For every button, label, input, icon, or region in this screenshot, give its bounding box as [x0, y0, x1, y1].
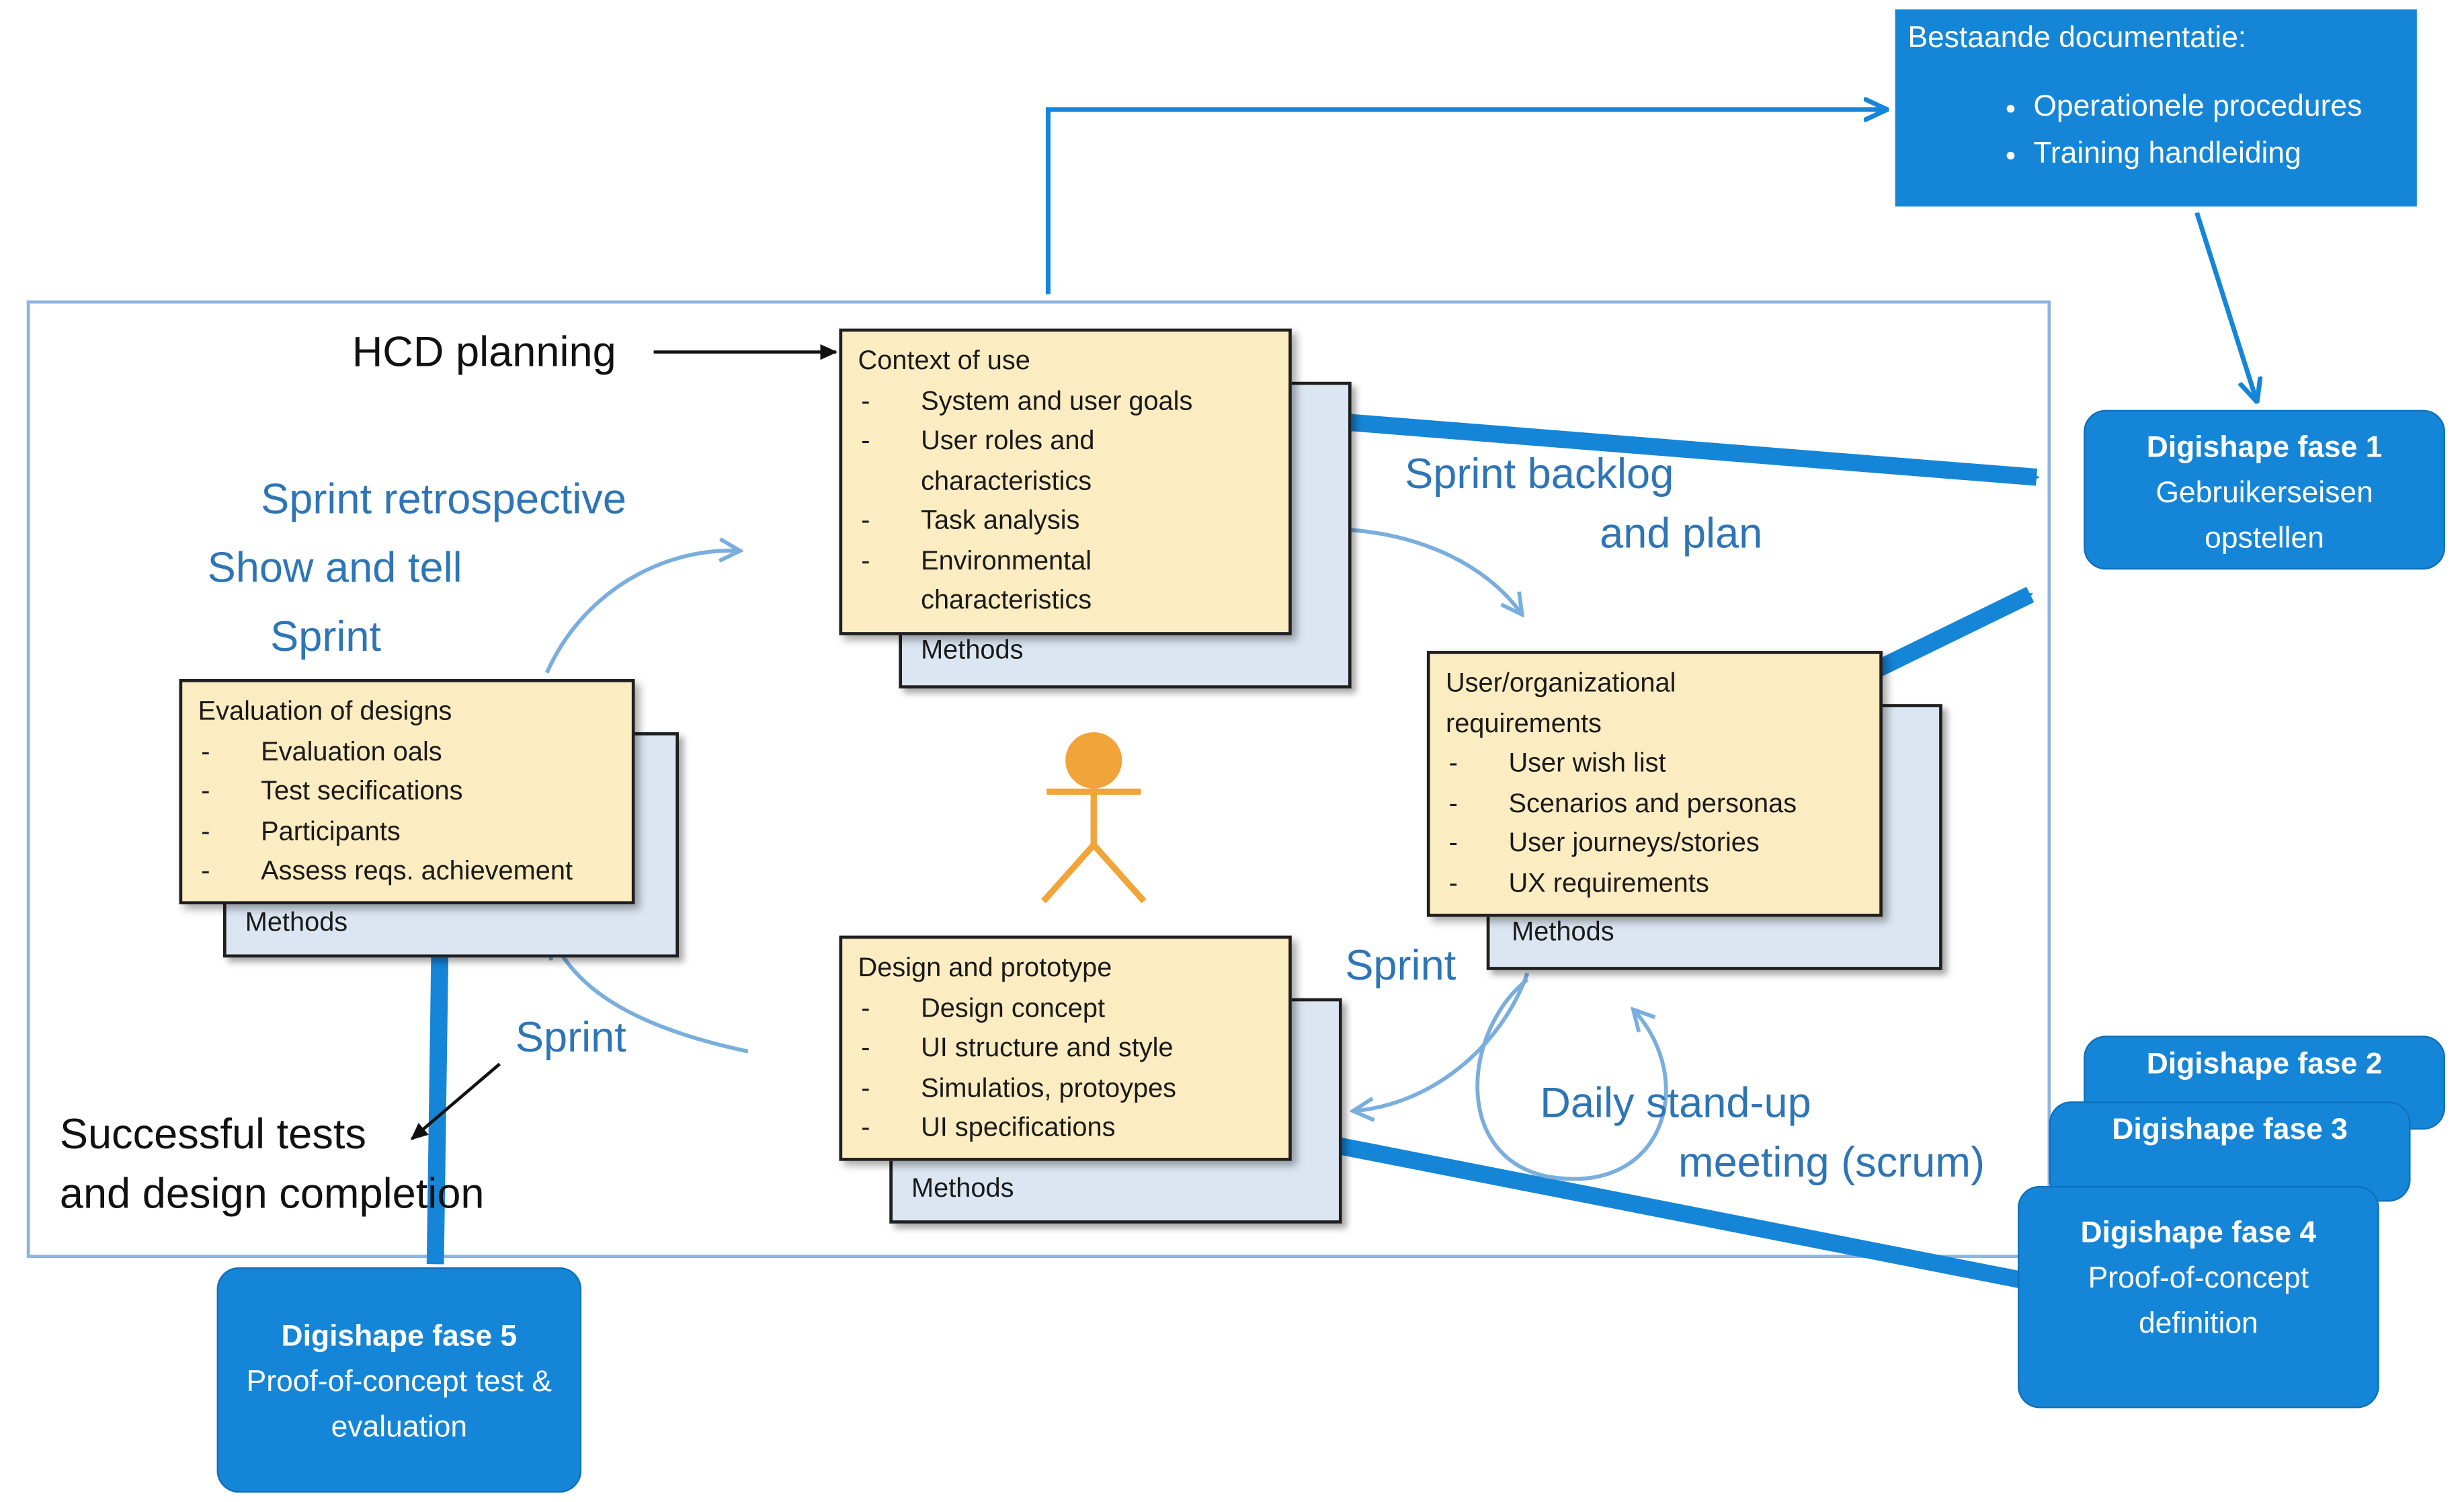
requirements-item: Scenarios and personas	[1446, 783, 1864, 823]
design-methods-label: Methods	[911, 1173, 1014, 1203]
sprint-label-left: Sprint	[270, 613, 382, 661]
fase1-line: opstellen	[2205, 522, 2324, 556]
context-methods-label: Methods	[921, 635, 1024, 666]
design-prototype-card: Design and prototype Design concept UI s…	[839, 935, 1292, 1161]
evaluation-item: Assess reqs. achievement	[198, 851, 616, 891]
documentation-title: Bestaande documentatie:	[1907, 22, 2247, 55]
evaluation-item: Participants	[198, 812, 616, 851]
arrow-daily-standup-loop	[1475, 978, 1668, 1181]
requirements-item: User wish list	[1446, 743, 1864, 783]
design-title: Design and prototype	[858, 953, 1112, 983]
arrow-context-to-fase1	[1309, 410, 2040, 486]
arrow-fase4-to-design	[1301, 1130, 2023, 1289]
requirements-list: User wish list Scenarios and personas Us…	[1446, 743, 1864, 902]
fase5-title: Digishape fase 5	[281, 1320, 518, 1353]
requirements-item: User journeys/stories	[1446, 823, 1864, 863]
user-stick-figure-icon	[1040, 732, 1147, 904]
digishape-fase-5: Digishape fase 5 Proof-of-concept test &…	[216, 1267, 582, 1493]
arrow-cycle-evaluation-to-context	[544, 551, 739, 674]
arrow-successful-tests	[410, 1062, 501, 1140]
digishape-fase-4: Digishape fase 4 Proof-of-concept defini…	[2017, 1185, 2379, 1409]
successful-tests-label: Successful tests	[59, 1111, 366, 1158]
evaluation-card: Evaluation of designs Evaluation oals Te…	[179, 678, 635, 905]
documentation-list: Operationele procedures Training handlei…	[1907, 85, 2404, 179]
arrow-to-documentation	[1045, 110, 1885, 294]
documentation-item: Operationele procedures	[2033, 85, 2404, 132]
arrow-cycle-context-to-requirements	[1323, 526, 1522, 614]
requirements-methods-label: Methods	[1512, 916, 1614, 947]
sprint-backlog-label: Sprint backlog	[1405, 450, 1674, 498]
design-completion-label: and design completion	[59, 1170, 485, 1218]
design-item: UI specifications	[858, 1108, 1273, 1148]
documentation-item: Training handleiding	[2033, 131, 2404, 178]
arrow-requirements-to-fase1	[1872, 586, 2035, 678]
context-of-use-title: Context of use	[858, 346, 1030, 376]
sprint-retrospective-label: Sprint retrospective	[261, 475, 626, 523]
design-item: Simulatios, protoypes	[858, 1068, 1273, 1107]
digishape-fase-1: Digishape fase 1 Gebruikerseisen opstell…	[2084, 409, 2445, 570]
evaluation-methods-label: Methods	[245, 907, 348, 937]
sprint-plan-label: and plan	[1600, 510, 1763, 557]
hcd-planning-label: HCD planning	[352, 328, 616, 376]
fase5-line: evaluation	[331, 1411, 468, 1444]
daily-standup-label-2: meeting (scrum)	[1678, 1139, 1985, 1186]
fase5-line: Proof-of-concept test &	[246, 1366, 552, 1399]
sprint-label-right: Sprint	[1345, 941, 1456, 989]
arrow-cycle-requirements-to-design	[1354, 972, 1530, 1111]
arrow-documentation-to-fase1	[2194, 212, 2257, 400]
requirements-card: User/organizational requirements User wi…	[1426, 651, 1883, 917]
fase3-title: Digishape fase 3	[2112, 1113, 2348, 1147]
fase2-title: Digishape fase 2	[2146, 1048, 2383, 1082]
arrow-cycle-design-to-evaluation	[553, 939, 749, 1054]
context-item: Environmental characteristics	[858, 541, 1157, 621]
context-item: Task analysis	[858, 501, 1273, 541]
requirements-item: UX requirements	[1446, 863, 1864, 902]
requirements-title: User/organizational requirements	[1445, 668, 1676, 738]
fase4-line: definition	[2138, 1308, 2258, 1341]
fase1-title: Digishape fase 1	[2146, 432, 2383, 465]
design-list: Design concept UI structure and style Si…	[858, 988, 1273, 1148]
show-and-tell-label: Show and tell	[207, 544, 462, 592]
fase1-line: Gebruikerseisen	[2155, 477, 2373, 510]
existing-documentation-box: Bestaande documentatie: Operationele pro…	[1895, 9, 2417, 207]
design-item: Design concept	[858, 988, 1273, 1028]
arrow-fase5-to-evaluation	[426, 935, 449, 1265]
design-item: UI structure and style	[858, 1028, 1273, 1068]
context-of-use-card: Context of use System and user goals Use…	[839, 328, 1292, 635]
fase4-line: Proof-of-concept	[2088, 1262, 2309, 1296]
sprint-label-bottom: Sprint	[515, 1013, 626, 1061]
fase4-title: Digishape fase 4	[2080, 1217, 2317, 1251]
context-item: User roles and characteristics	[858, 421, 1157, 501]
evaluation-list: Evaluation oals Test secifications Parti…	[198, 732, 616, 891]
context-item: System and user goals	[858, 381, 1273, 421]
evaluation-item: Test secifications	[198, 771, 616, 811]
evaluation-title: Evaluation of designs	[198, 696, 452, 726]
digishape-fase-3: Digishape fase 3	[2049, 1101, 2411, 1202]
daily-standup-label: Daily stand-up	[1540, 1079, 1811, 1127]
context-of-use-list: System and user goals User roles and cha…	[858, 381, 1273, 621]
hcd-process-frame	[26, 300, 2051, 1258]
evaluation-item: Evaluation oals	[198, 732, 616, 771]
